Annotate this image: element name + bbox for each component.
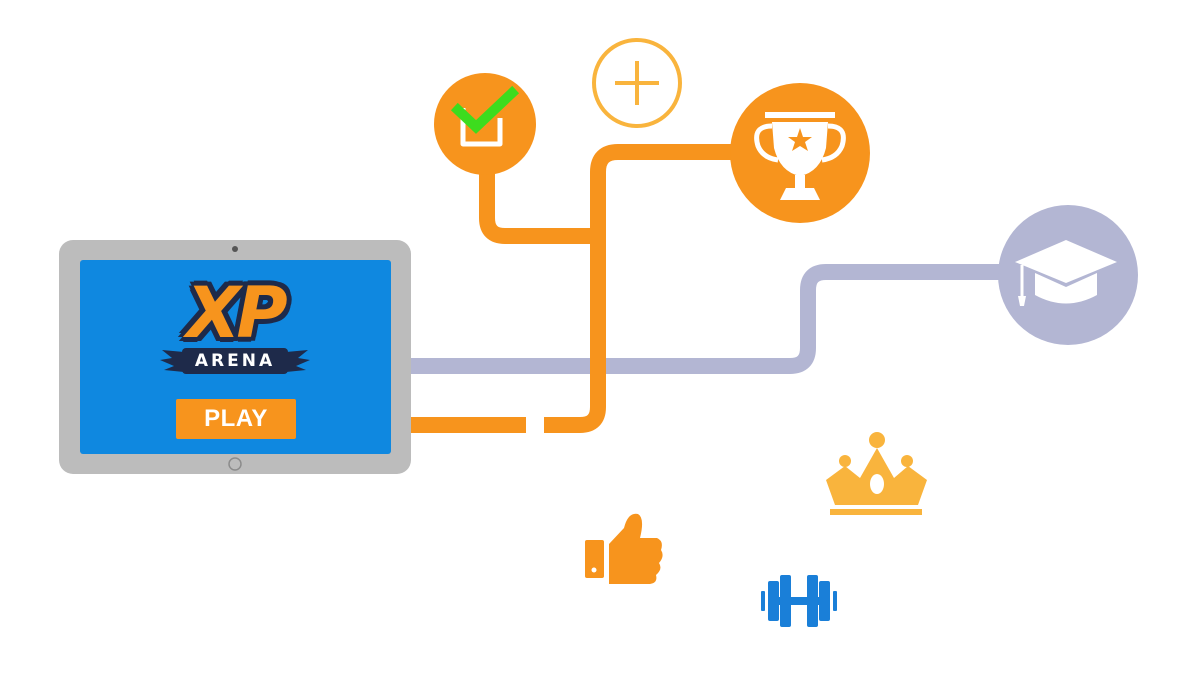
plus-circle: [592, 38, 682, 128]
tablet-home-button: [228, 457, 242, 471]
tablet-camera: [232, 246, 238, 252]
trophy-icon: [754, 112, 846, 200]
graduation-cap-icon: [1015, 240, 1117, 306]
plus-node: [592, 38, 682, 128]
trophy-node: [730, 83, 870, 223]
graduation-node: [998, 205, 1138, 345]
connector-graduation: [405, 264, 1010, 374]
arena-logo-text: ARENA: [182, 348, 288, 374]
plus-icon: [615, 61, 659, 105]
xp-logo: XP: [186, 272, 287, 354]
arena-logo-banner: ARENA: [160, 346, 310, 376]
play-button[interactable]: PLAY: [176, 399, 296, 439]
dumbbell-icon: [761, 575, 837, 627]
checkbox-check-icon: [450, 85, 520, 147]
connector-checklist: [479, 165, 598, 244]
crown-icon: [826, 432, 927, 515]
wing-icon: [160, 350, 310, 372]
connector-trophy-segment-b: [544, 144, 740, 433]
thumbs-up-icon: [585, 513, 663, 584]
checklist-node: [434, 73, 536, 175]
